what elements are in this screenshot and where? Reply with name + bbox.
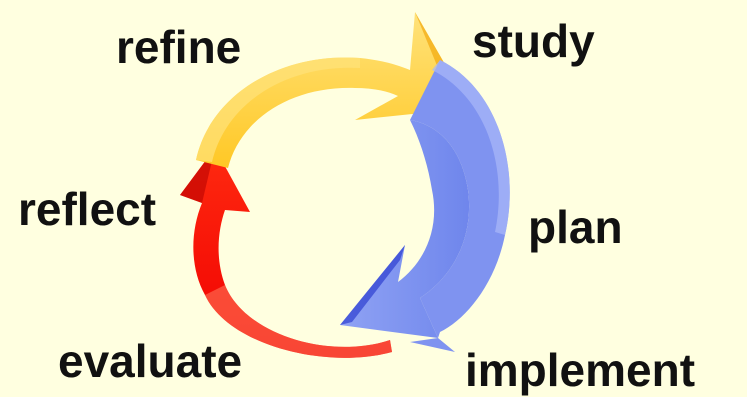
stage-label-study: study xyxy=(472,15,595,67)
stage-label-evaluate: evaluate xyxy=(58,335,243,387)
blue-arrow-highlight xyxy=(432,60,510,235)
stage-label-plan: plan xyxy=(528,201,623,253)
blue-arrow xyxy=(340,120,470,338)
stage-label-implement: implement xyxy=(465,344,696,396)
yellow-arrow-highlight xyxy=(196,57,360,162)
blue-arrow-head-edge xyxy=(340,245,405,325)
blue-arrow-outer xyxy=(410,60,510,338)
red-arrow-highlight xyxy=(205,285,392,358)
blue-arrow-head-tail xyxy=(410,338,455,352)
stage-label-refine: refine xyxy=(116,21,242,73)
stage-label-reflect: reflect xyxy=(18,183,157,235)
